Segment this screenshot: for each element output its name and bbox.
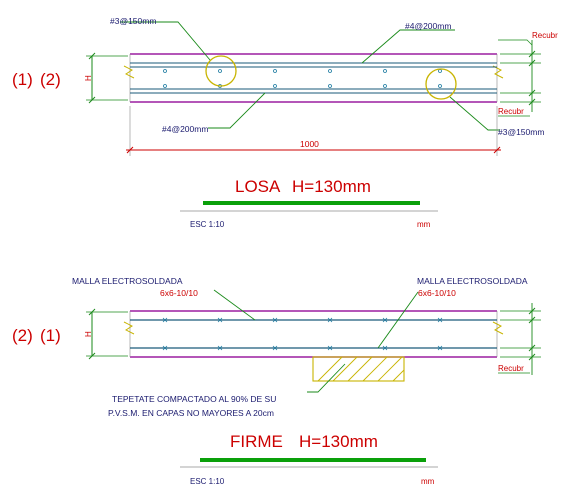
losa-title-word: LOSA: [235, 177, 281, 196]
firme-break-left-icon: [123, 321, 135, 335]
losa-title-bar: [203, 201, 420, 205]
losa-break-left-icon: [123, 65, 135, 79]
firme-mesh-left-line1: MALLA ELECTROSOLDADA: [72, 276, 183, 286]
firme-mesh-right-line2: 6x6-10/10: [418, 288, 456, 298]
firme-title-word: FIRME: [230, 432, 283, 451]
losa-length-dimension: [126, 106, 501, 156]
losa-dimension-label: 1000: [300, 139, 319, 149]
losa-rebar-dots: [163, 69, 442, 88]
firme-title-bar: [200, 458, 426, 462]
losa-cover-dimension: [498, 39, 541, 117]
losa-cover-top-label: Recubr: [532, 31, 558, 40]
firme-mesh-marks: [162, 317, 443, 351]
firme-compacted-base: [312, 356, 405, 382]
firme-height-dimension: H: [84, 308, 128, 360]
losa-rebar-bottom-left-label: #4@200mm: [162, 124, 208, 134]
losa-label-2: (2): [40, 70, 61, 89]
firme-cover-bottom-label: Recubr: [498, 364, 524, 373]
losa-title-value: H=130mm: [292, 177, 371, 196]
firme-section: (2) (1) H: [12, 276, 541, 486]
losa-scale: ESC 1:10: [190, 220, 225, 229]
firme-mesh-right-line1: MALLA ELECTROSOLDADA: [417, 276, 528, 286]
losa-leader-top-right: [361, 29, 455, 64]
firme-label-1: (1): [40, 326, 61, 345]
losa-cover-bottom-label: Recubr: [498, 107, 524, 116]
losa-highlight-circle-bottom: [425, 68, 457, 100]
losa-leader-top-left: [120, 21, 211, 61]
firme-title-value: H=130mm: [299, 432, 378, 451]
losa-rebar-bottom-right-label: #3@150mm: [498, 127, 544, 137]
firme-leader-right: [377, 291, 419, 349]
losa-leader-bottom-left: [208, 92, 266, 129]
losa-height-symbol: H: [84, 75, 93, 81]
losa-height-dimension: H: [84, 52, 128, 104]
firme-unit: mm: [421, 477, 435, 486]
firme-mesh-left-line2: 6x6-10/10: [160, 288, 198, 298]
losa-label-1: (1): [12, 70, 33, 89]
firme-base-note-line1: TEPETATE COMPACTADO AL 90% DE SU: [112, 394, 276, 404]
losa-rebar-top-right-label: #4@200mm: [405, 21, 451, 31]
firme-leader-base: [307, 363, 346, 393]
firme-base-note-line2: P.V.S.M. EN CAPAS NO MAYORES A 20cm: [108, 408, 274, 418]
losa-section: (1) (2) H: [12, 16, 558, 229]
firme-scale: ESC 1:10: [190, 477, 225, 486]
firme-break-right-icon: [492, 321, 504, 335]
firme-leader-left: [213, 289, 256, 321]
firme-label-2: (2): [12, 326, 33, 345]
losa-rebar-top-left-label: #3@150mm: [110, 16, 156, 26]
losa-highlight-circle-top: [205, 55, 237, 87]
firme-cover-dimension: [498, 303, 541, 375]
firme-height-symbol: H: [84, 331, 93, 337]
losa-break-right-icon: [492, 65, 504, 79]
losa-unit: mm: [417, 220, 431, 229]
losa-leader-bottom-right: [449, 96, 500, 131]
